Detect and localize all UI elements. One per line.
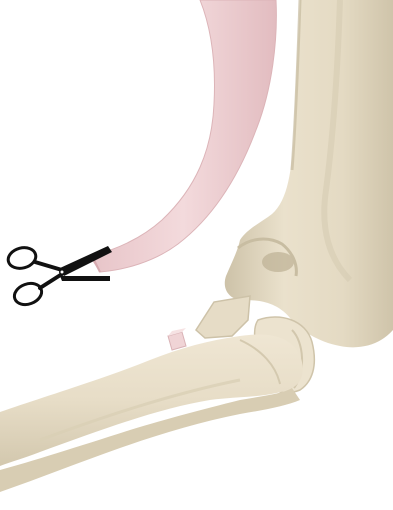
coronoid-process (196, 296, 250, 338)
forearm-bone (0, 335, 303, 492)
tendon-stub (168, 328, 186, 350)
scissors-icon (6, 245, 112, 308)
